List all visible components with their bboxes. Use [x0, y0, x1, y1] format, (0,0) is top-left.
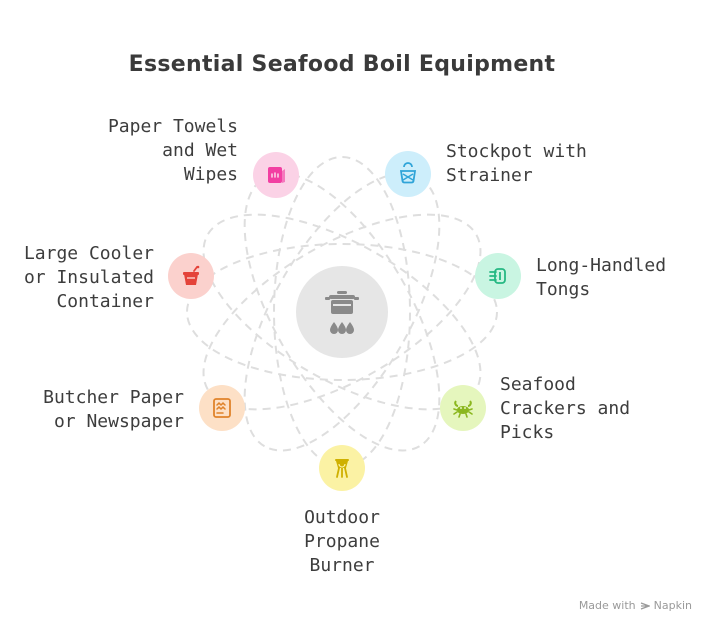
- node-crackers: [440, 385, 486, 431]
- label-crackers: Seafood Crackers and Picks: [500, 374, 631, 443]
- label-paper-towels: Paper Towels and Wet Wipes: [107, 116, 238, 185]
- center-node: [296, 266, 388, 358]
- tongs-icon: [489, 268, 506, 284]
- watermark: Made with Napkin: [579, 599, 692, 612]
- crab-icon: [453, 400, 473, 418]
- node-stockpot: [385, 151, 431, 197]
- label-stockpot: Stockpot with Strainer: [446, 141, 587, 186]
- node-cooler: [168, 253, 214, 299]
- orbit-ellipse: [243, 172, 441, 452]
- paper-towel-icon: [268, 167, 285, 183]
- label-cooler: Large Cooler or Insulated Container: [23, 243, 154, 312]
- node-burner: [319, 445, 365, 491]
- label-tongs: Long-Handled Tongs: [536, 255, 667, 300]
- node-tongs: [475, 253, 521, 299]
- watermark-brand: Napkin: [653, 599, 692, 612]
- stockpot-icon: [399, 162, 417, 184]
- watermark-prefix: Made with: [578, 599, 636, 612]
- node-newspaper: [199, 385, 245, 431]
- diagram-title: Essential Seafood Boil Equipment: [128, 52, 556, 77]
- newspaper-icon: [213, 398, 231, 418]
- node-paper-towels: [253, 152, 299, 198]
- napkin-logo-icon: [640, 601, 650, 610]
- propane-burner-icon: [335, 459, 349, 478]
- cooler-icon: [183, 265, 200, 285]
- label-newspaper: Butcher Paper or Newspaper: [43, 387, 184, 432]
- label-burner: Outdoor Propane Burner: [304, 507, 380, 576]
- boiling-pot-icon: [325, 291, 359, 334]
- orbit-ellipse: [186, 243, 498, 381]
